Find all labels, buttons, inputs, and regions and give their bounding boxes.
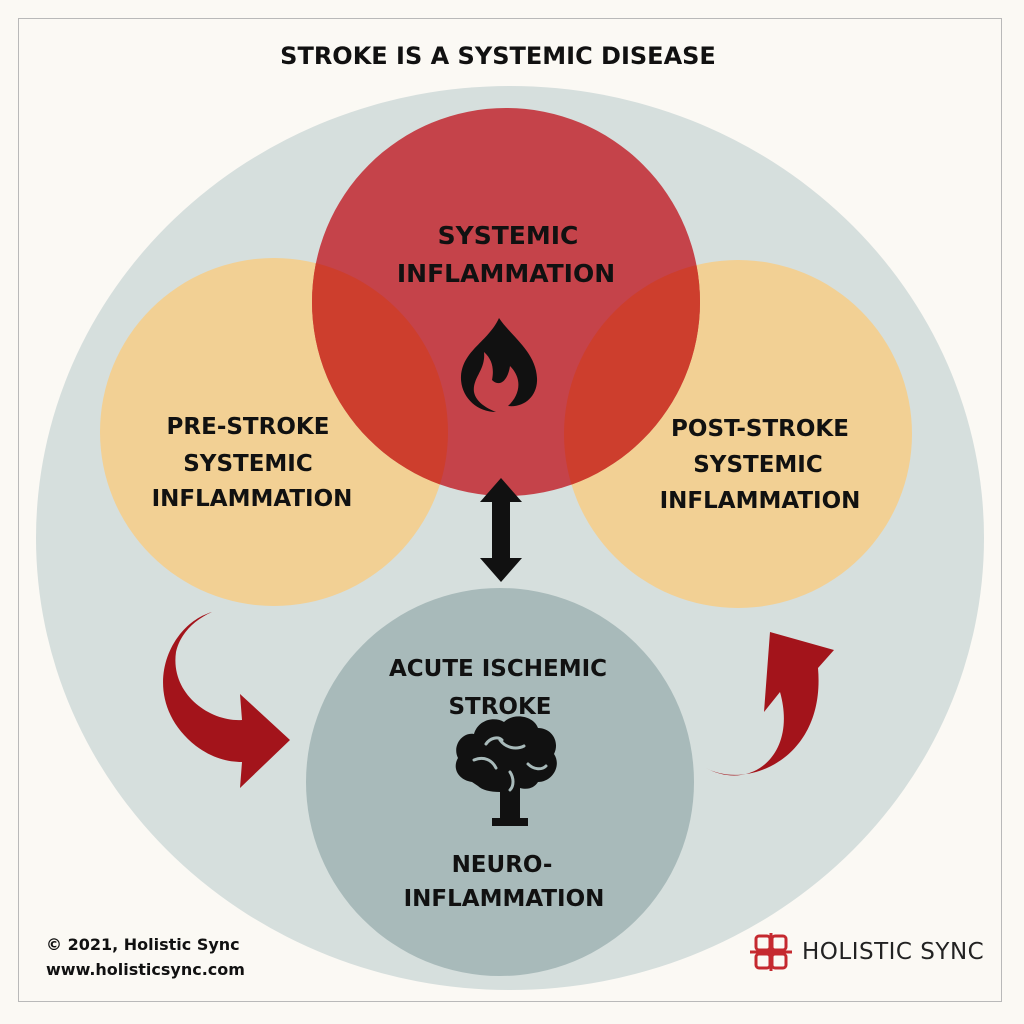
stroke-label-line4: INFLAMMATION bbox=[404, 886, 605, 912]
knot-logo-icon bbox=[750, 933, 792, 971]
stroke-label-line1: ACUTE ISCHEMIC bbox=[389, 656, 607, 682]
brain-icon bbox=[455, 716, 557, 826]
pre-stroke-label-line3: INFLAMMATION bbox=[152, 486, 353, 512]
post-stroke-label-line3: INFLAMMATION bbox=[660, 488, 861, 514]
copyright-text: © 2021, Holistic Sync bbox=[46, 935, 240, 954]
stroke-label-line2: STROKE bbox=[448, 694, 551, 720]
fire-icon bbox=[460, 318, 538, 412]
brand-logo: HOLISTIC SYNC bbox=[748, 932, 984, 972]
post-stroke-label-line2: SYSTEMIC bbox=[693, 452, 823, 478]
brand-name: HOLISTIC SYNC bbox=[802, 939, 985, 965]
diagram-title: STROKE IS A SYSTEMIC DISEASE bbox=[280, 42, 716, 70]
systemic-label-line1: SYSTEMIC bbox=[438, 221, 579, 250]
post-stroke-label-line1: POST-STROKE bbox=[671, 416, 849, 442]
pre-stroke-label-line2: SYSTEMIC bbox=[183, 451, 313, 477]
footer-credits: © 2021, Holistic Sync www.holisticsync.c… bbox=[46, 932, 245, 982]
curved-arrow-left-icon bbox=[163, 612, 290, 788]
stroke-label-line3: NEURO- bbox=[452, 852, 553, 878]
double-arrow-icon bbox=[480, 478, 522, 582]
page-frame bbox=[18, 18, 1002, 1002]
pre-stroke-label-line1: PRE-STROKE bbox=[167, 414, 330, 440]
systemic-label-line2: INFLAMMATION bbox=[397, 259, 615, 288]
overlap-post-systemic bbox=[564, 260, 700, 496]
curved-arrow-right-icon bbox=[706, 632, 834, 776]
overlap-pre-systemic bbox=[312, 258, 448, 496]
website-link[interactable]: www.holisticsync.com bbox=[46, 960, 245, 979]
